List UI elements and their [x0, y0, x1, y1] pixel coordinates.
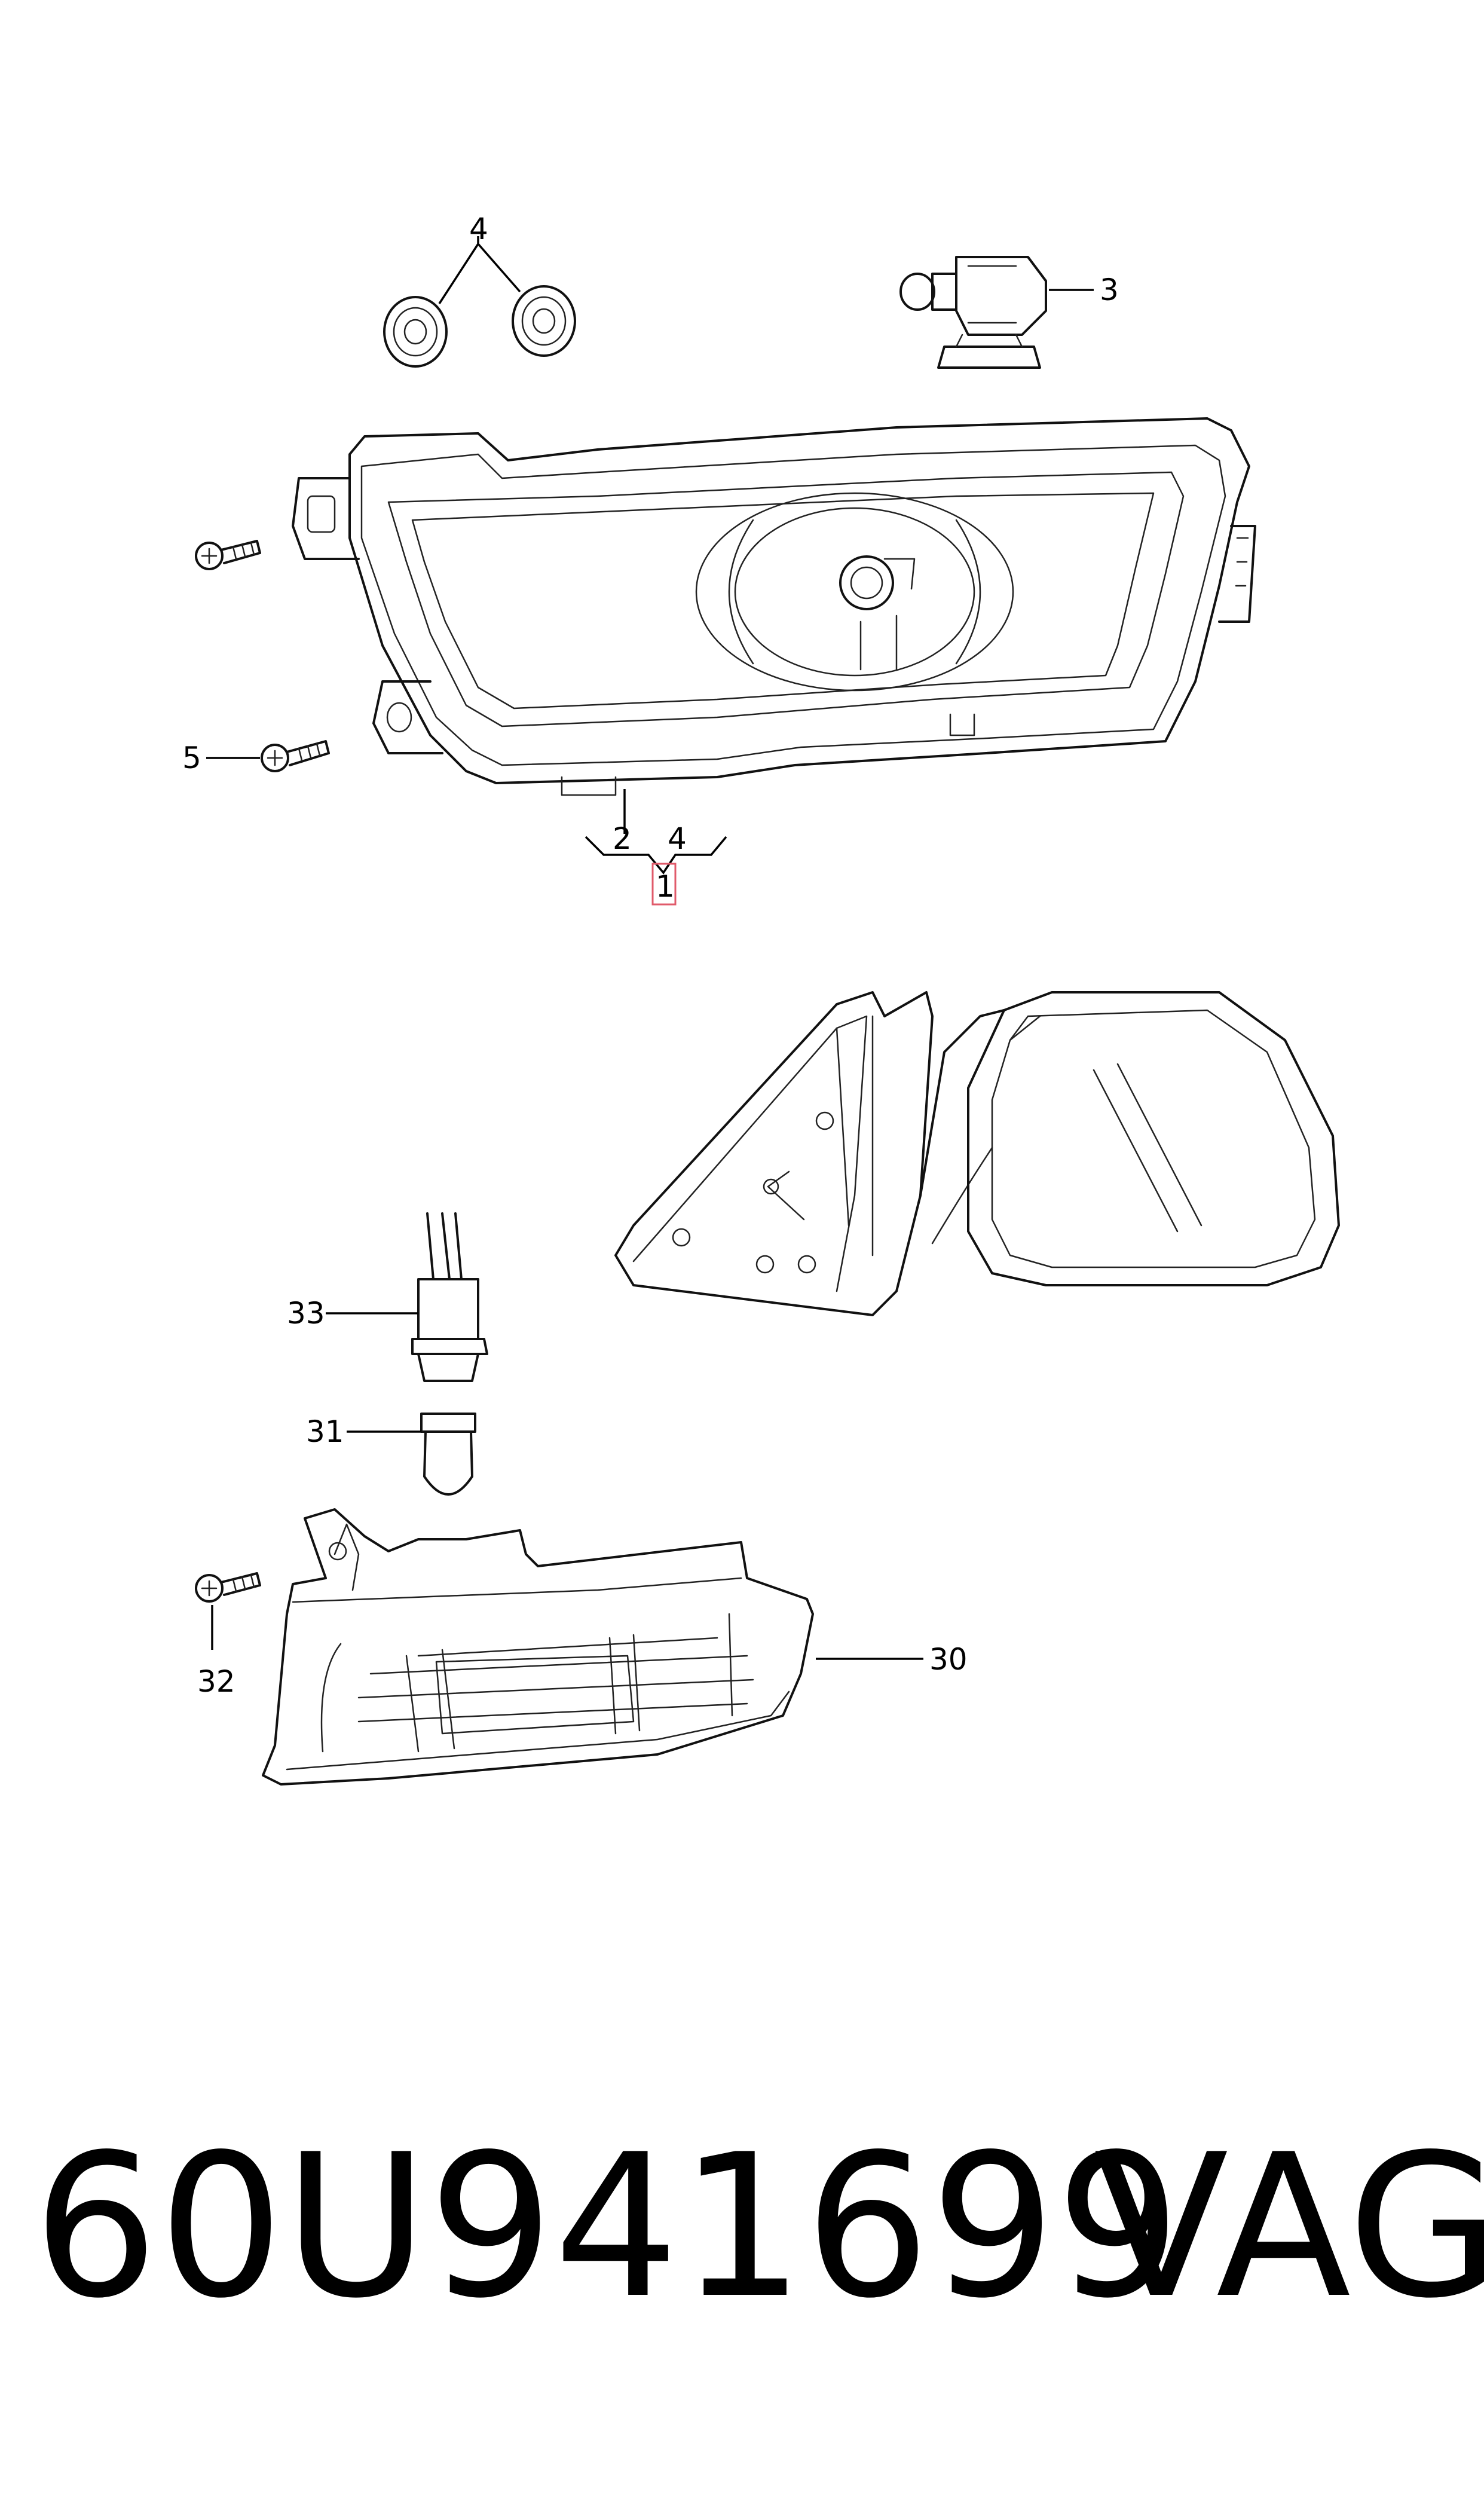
turn-signal-bulb[interactable] [420, 1413, 476, 1496]
side-mirror[interactable] [614, 991, 1340, 1316]
callout-bulb: 3 [1100, 273, 1119, 307]
callout-turn-bulb: 31 [306, 1414, 344, 1449]
brand-label: VAG [1094, 2112, 1484, 2341]
grommet-pair[interactable] [383, 285, 576, 368]
callout-assembly: 1 [656, 869, 675, 904]
callout-turn-lamp: 30 [929, 1642, 968, 1677]
callout-screw: 5 [182, 741, 201, 775]
callout-grommet: 4 [469, 212, 488, 246]
lower-screw[interactable] [261, 740, 330, 772]
callout-socket: 33 [287, 1296, 325, 1331]
turn-signal-socket[interactable] [411, 1212, 488, 1382]
turn-signal-lamp[interactable] [262, 1508, 814, 1786]
highlight-box [651, 863, 677, 906]
callout-sub-b: 4 [668, 821, 687, 856]
callout-turn-screw: 32 [197, 1664, 235, 1699]
fog-lamp-housing[interactable] [292, 417, 1256, 796]
part-number: 60U941699 [33, 2112, 1182, 2341]
callout-sub-a: 2 [613, 821, 632, 856]
upper-screw[interactable] [195, 540, 261, 570]
bulb-part[interactable] [899, 256, 1047, 369]
turn-signal-screw[interactable] [195, 1572, 261, 1603]
